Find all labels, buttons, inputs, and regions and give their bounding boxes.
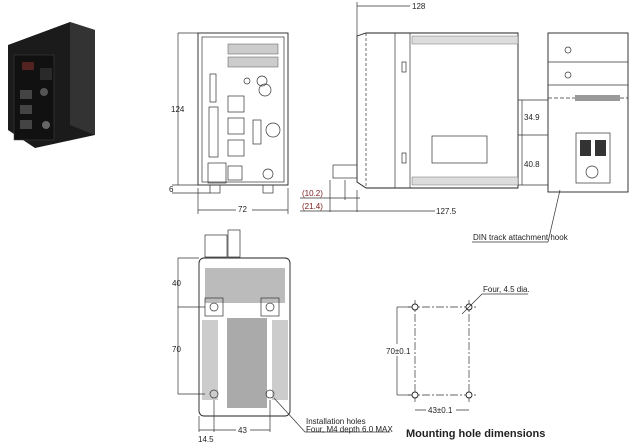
front-width-dim: 72 bbox=[238, 205, 247, 214]
din-hook-label: DIN track attachment hook bbox=[473, 233, 569, 242]
mounting-title: Mounting hole dimensions bbox=[406, 428, 545, 440]
bottom-pitch-v-dim: 70 bbox=[172, 345, 181, 354]
mounting-v-dim: 70±0.1 bbox=[386, 347, 411, 356]
front-height-dim: 124 bbox=[171, 105, 185, 114]
installation-note-2: Four, M4 depth 6.0 MAX bbox=[306, 425, 393, 434]
bottom-edge-dim: 14.5 bbox=[198, 435, 214, 444]
side-depth-dim: 128 bbox=[412, 2, 426, 11]
offset-10-2-dim: (10.2) bbox=[302, 189, 323, 198]
front-foot-dim: 6 bbox=[169, 185, 174, 194]
mounting-h-dim: 43±0.1 bbox=[428, 406, 453, 415]
side-body-depth-dim: 127.5 bbox=[436, 207, 457, 216]
installation-note-1: Installation holes bbox=[306, 417, 366, 426]
side-view bbox=[300, 2, 519, 212]
hole-diameter-note: Four, 4.5 dia. bbox=[483, 285, 530, 294]
front-view bbox=[172, 32, 289, 214]
offset-21-4-dim: (21.4) bbox=[302, 202, 323, 211]
rear-lower-dim: 40.8 bbox=[524, 160, 540, 169]
mounting-hole-drawing bbox=[396, 293, 528, 411]
bottom-pitch-h-dim: 43 bbox=[238, 426, 247, 435]
product-photo bbox=[8, 22, 95, 148]
rear-upper-dim: 34.9 bbox=[524, 113, 540, 122]
rear-view bbox=[472, 32, 629, 243]
bottom-view bbox=[177, 229, 390, 433]
bottom-top-dim: 40 bbox=[172, 279, 181, 288]
